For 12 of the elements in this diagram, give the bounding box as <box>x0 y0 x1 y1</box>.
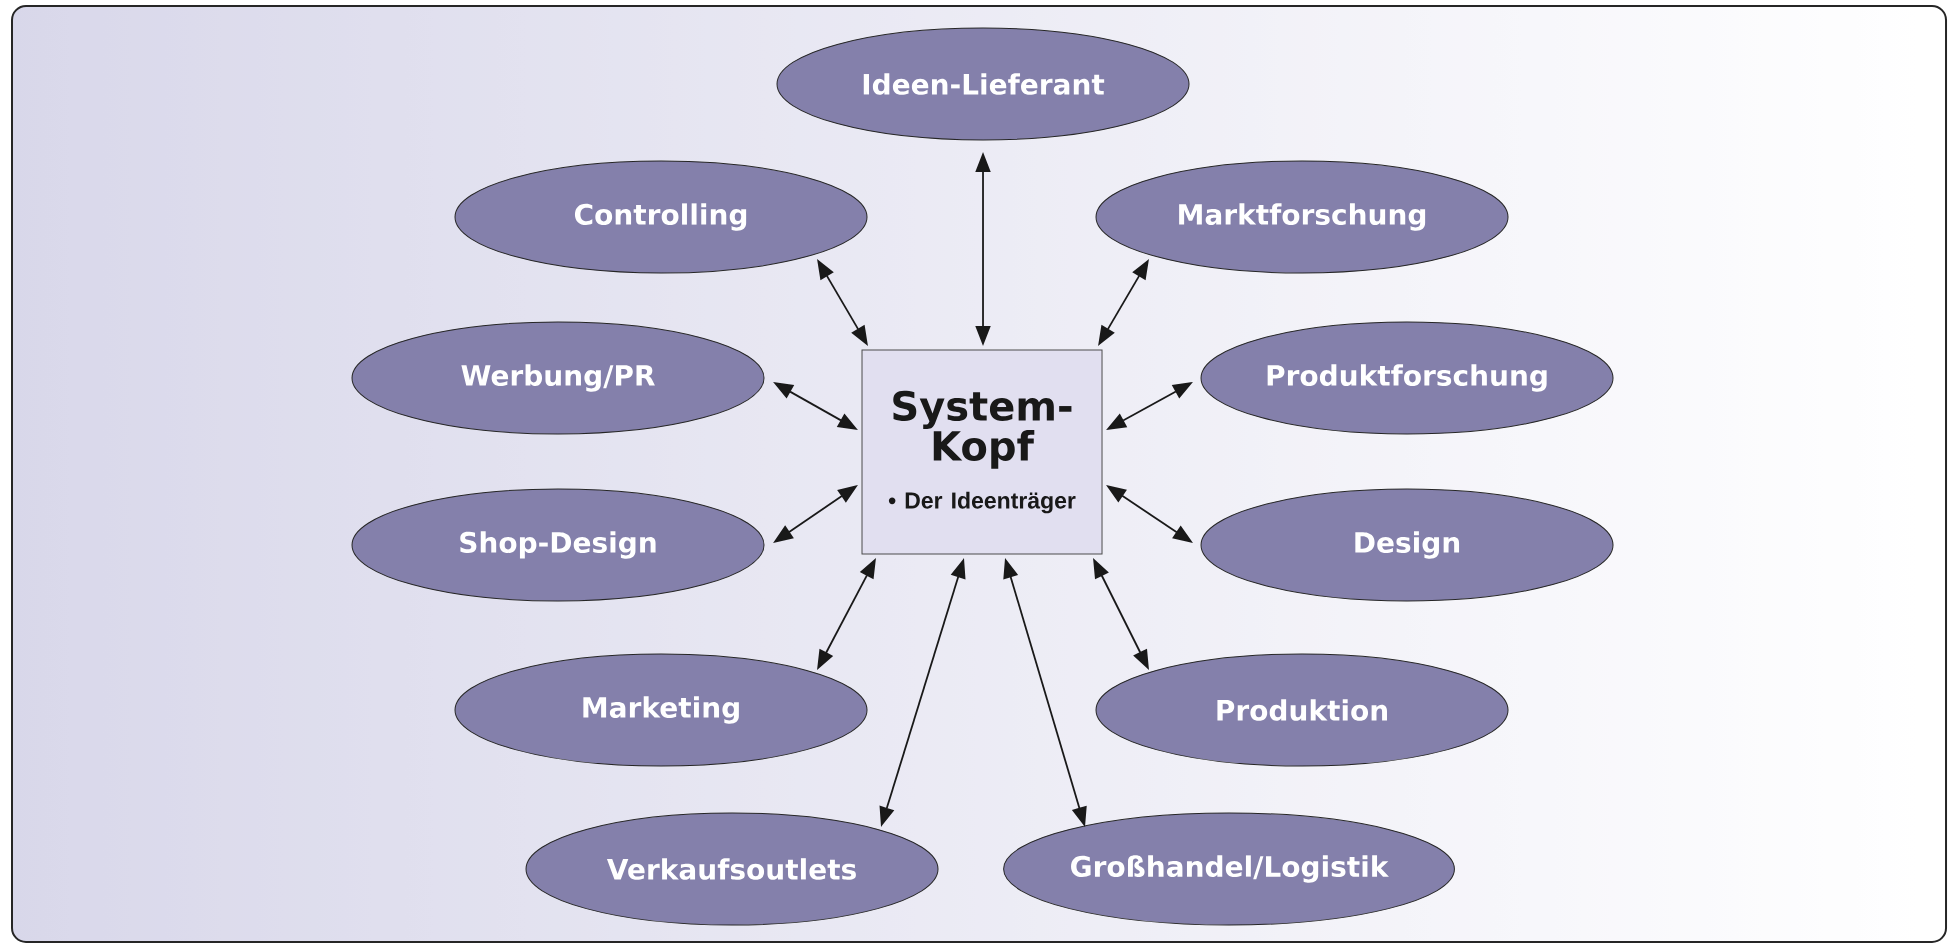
text-box: System-Kopf • Der Ideenträger <box>861 349 1103 555</box>
ellipse-node: Design <box>1200 488 1614 602</box>
ellipse-node: Werbung/PR <box>351 321 765 435</box>
ellipse-node: Controlling <box>454 160 868 274</box>
ellipse-node: Produktion <box>1095 653 1509 767</box>
ellipse-node: Großhandel/Logistik <box>1003 812 1455 926</box>
ellipse-node: Marktforschung <box>1095 160 1509 274</box>
ellipse-node: Marketing <box>454 653 868 767</box>
ellipse-node: Verkaufsoutlets <box>525 812 939 926</box>
ellipse-node: Shop-Design <box>351 488 765 602</box>
ellipse-node: Ideen-Lieferant <box>776 27 1190 141</box>
ellipse-node: Produktforschung <box>1200 321 1614 435</box>
